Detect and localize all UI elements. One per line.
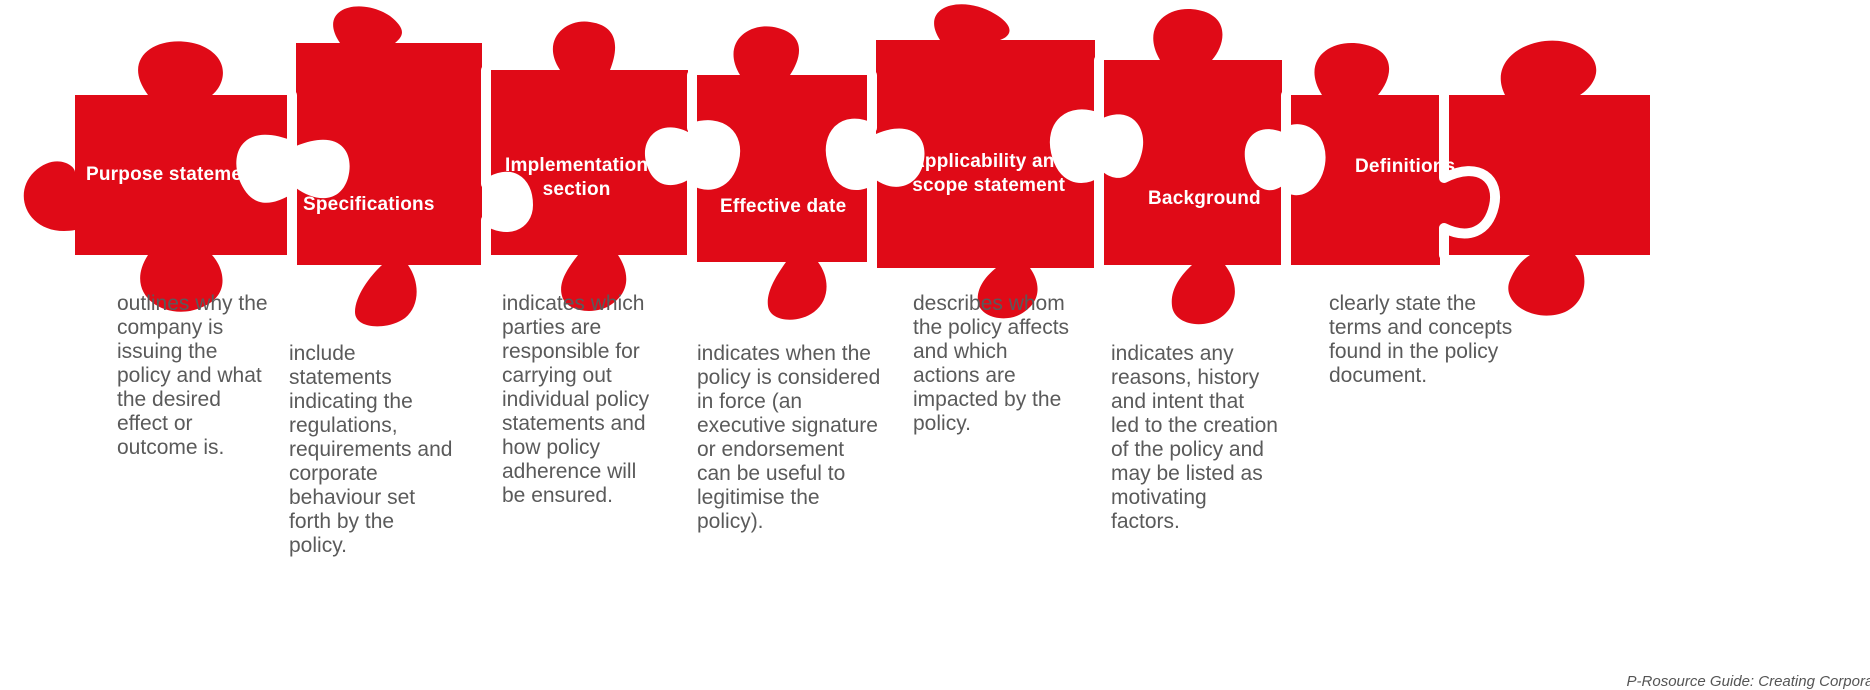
puzzle-seam-4 bbox=[825, 70, 877, 273]
puzzle-seam-3 bbox=[687, 70, 741, 267]
puzzle-piece-definitions-right bbox=[1440, 40, 1650, 316]
piece-label-applicability: Applicability and scope statement bbox=[911, 151, 1067, 196]
piece-label-implementation: Implementation section bbox=[505, 155, 649, 200]
piece-label-definitions: Definitions bbox=[1355, 156, 1456, 177]
piece-label-effective: Effective date bbox=[720, 196, 847, 217]
piece-label-purpose: Purpose statement bbox=[86, 164, 261, 185]
puzzle-piece-specifications bbox=[296, 6, 482, 327]
puzzle-seam-5 bbox=[1049, 55, 1104, 273]
piece-label-specifications: Specifications bbox=[303, 194, 435, 215]
description-effective: indicates when the policy is considered … bbox=[697, 342, 881, 533]
puzzle-seam-2 bbox=[481, 65, 533, 270]
puzzle-piece-implementation bbox=[490, 21, 688, 311]
footer-caption: P-Rosource Guide: Creating Corporate P bbox=[1626, 673, 1870, 690]
puzzle-piece-purpose bbox=[23, 41, 288, 312]
puzzle-seam-1 bbox=[236, 90, 297, 270]
puzzle-seam-6 bbox=[1281, 90, 1326, 270]
puzzle-seam-7 bbox=[1439, 90, 1501, 260]
description-implementation: indicates which parties are responsible … bbox=[502, 292, 650, 507]
piece-label-background: Background bbox=[1148, 188, 1261, 209]
puzzle-piece-applicability bbox=[876, 4, 1095, 319]
description-purpose: outlines why the company is issuing the … bbox=[117, 292, 268, 459]
description-specifications: include statements indicating the regula… bbox=[289, 342, 453, 557]
description-definitions: clearly state the terms and concepts fou… bbox=[1329, 292, 1513, 387]
puzzle-piece-effective bbox=[696, 26, 868, 320]
puzzle-piece-background bbox=[1103, 9, 1282, 325]
description-background: indicates any reasons, history and inten… bbox=[1111, 342, 1278, 533]
description-applicability: describes whom the policy affects and wh… bbox=[913, 292, 1070, 435]
